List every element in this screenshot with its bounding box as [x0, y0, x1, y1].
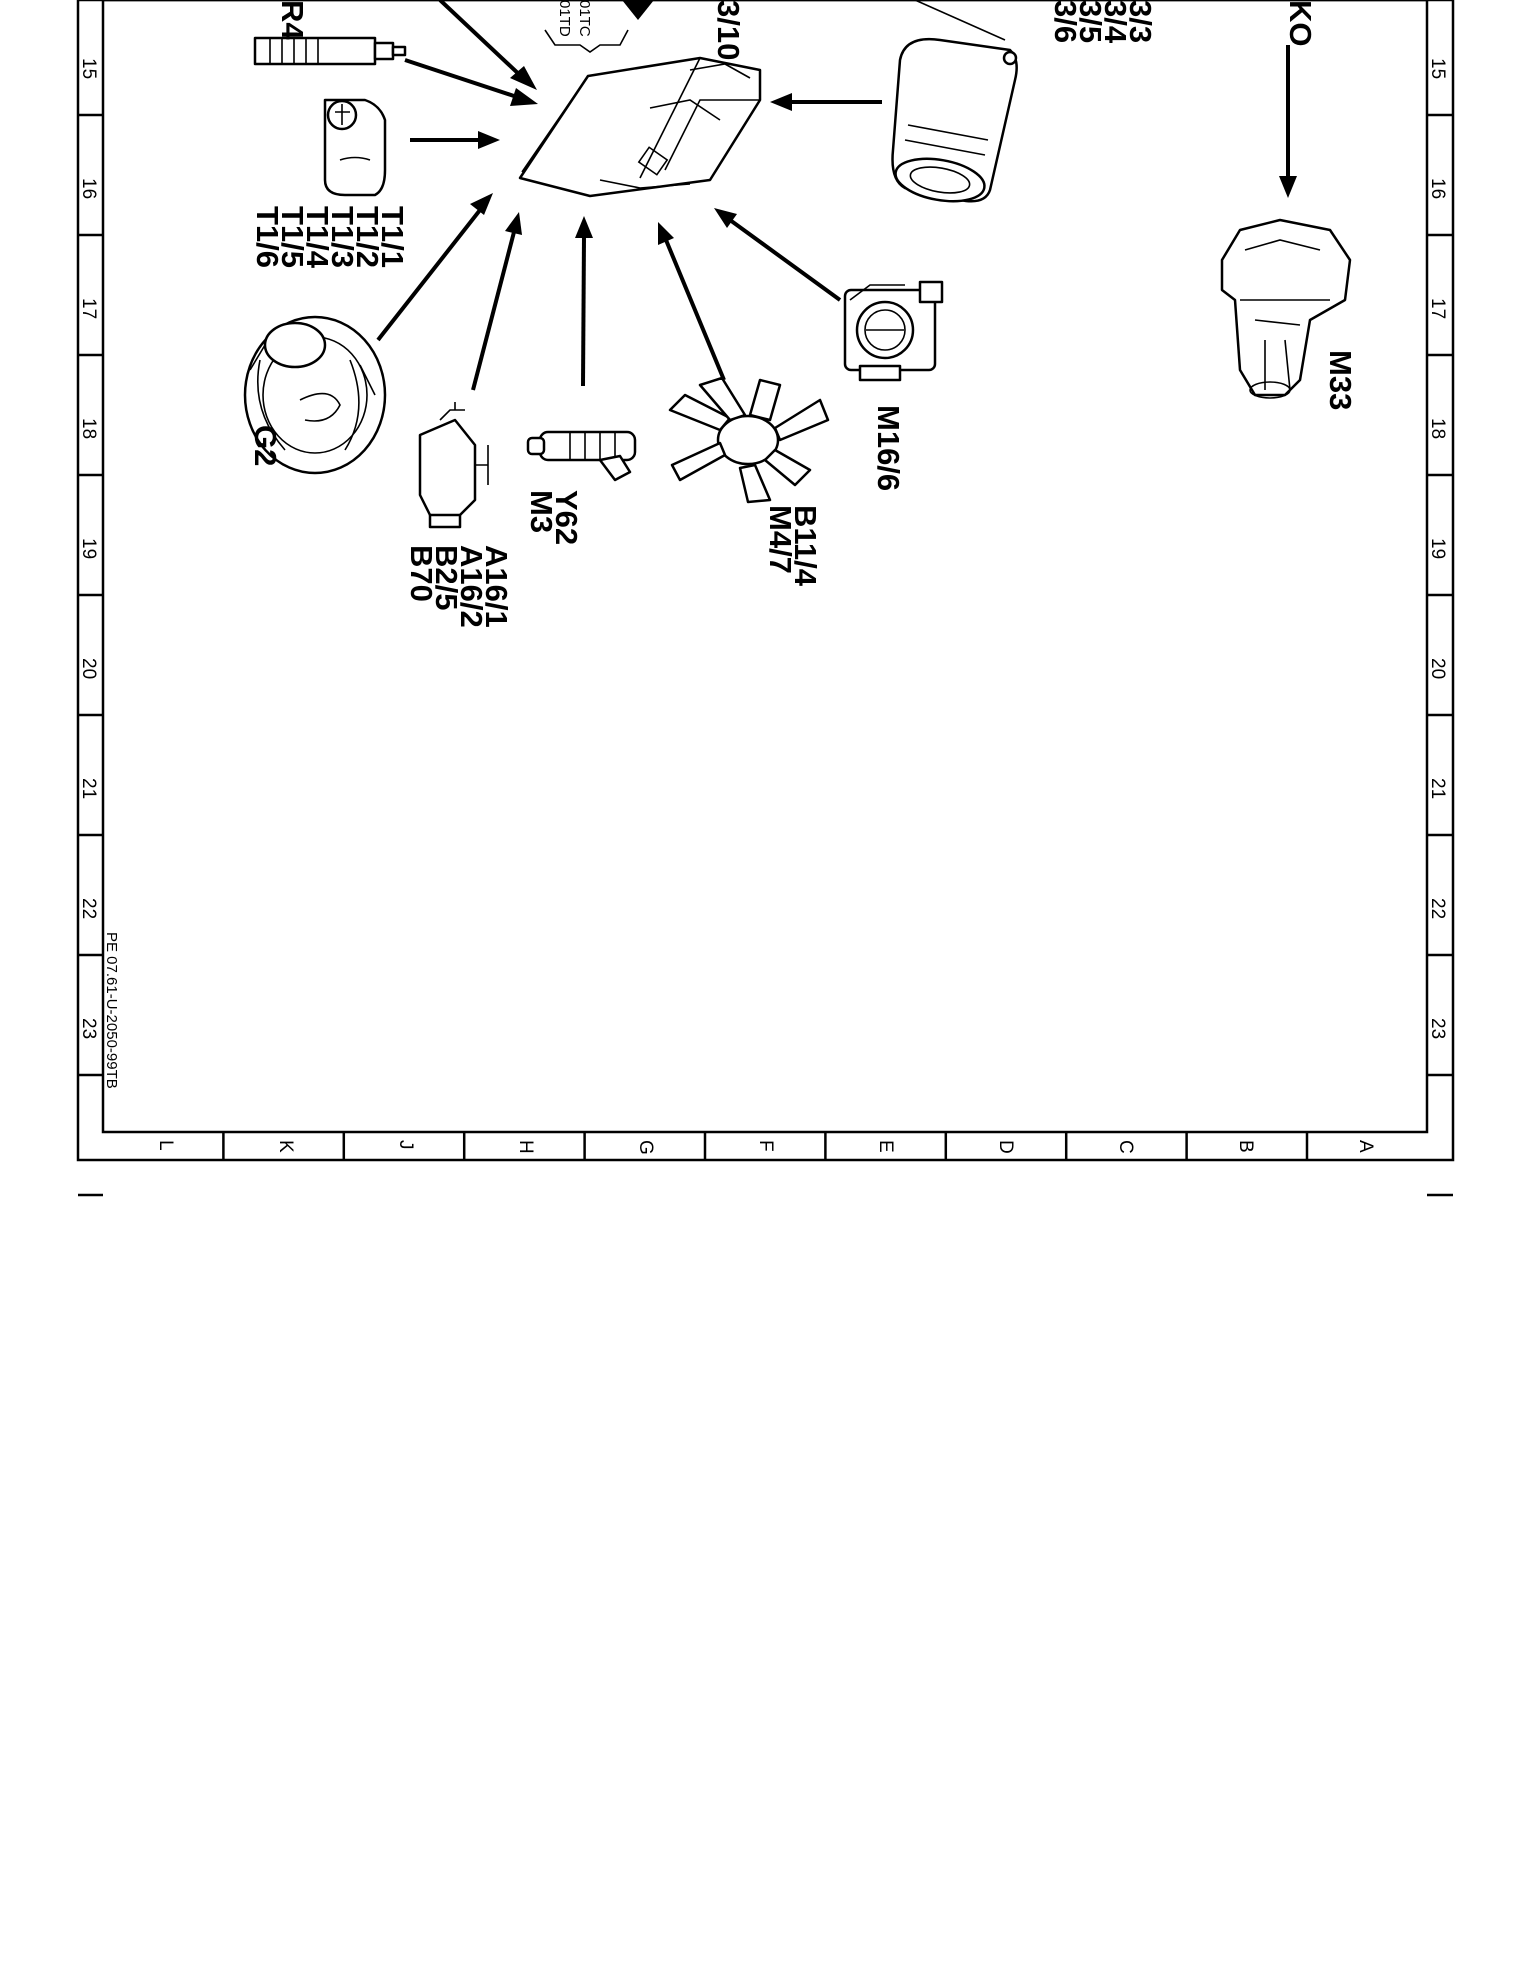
- row-number: 17: [78, 298, 99, 319]
- control-unit-label: 3/10: [711, 0, 746, 60]
- control-unit-note: 01TD: [556, 0, 573, 37]
- control-unit-note: 01TC: [576, 0, 593, 37]
- row-number: 20: [78, 658, 99, 679]
- column-letter: H: [515, 1140, 536, 1154]
- air-mass-sensor-label: 3/5: [1073, 0, 1108, 43]
- injector-label: Y62: [549, 490, 584, 545]
- throttle-body: [843, 280, 944, 382]
- ignition-coil-label: T1/5: [275, 206, 310, 268]
- sensor-group-label: B2/5: [429, 545, 464, 610]
- fan-label: B11/4: [788, 505, 823, 587]
- ignition-coil: [323, 98, 387, 197]
- column-letter: C: [1115, 1140, 1136, 1154]
- injector-label: M3: [524, 490, 559, 533]
- ignition-coil-label: T1/4: [300, 206, 335, 269]
- air-mass-sensor: [891, 0, 1018, 203]
- column-letter: D: [995, 1140, 1016, 1154]
- spark-plug: [253, 36, 407, 66]
- ignition-coil-label: T1/2: [350, 206, 385, 268]
- fan: [668, 376, 830, 504]
- pump-label: M33: [1323, 350, 1358, 410]
- signal-arrows: [376, 0, 1297, 391]
- bracket: [544, 29, 629, 53]
- row-number: 22: [1427, 898, 1448, 919]
- row-number: 19: [1427, 538, 1448, 559]
- pump: [1220, 218, 1352, 399]
- row-number: 17: [1427, 298, 1448, 319]
- alternator-label: G2: [248, 425, 283, 466]
- air-mass-sensor-label: 3/3: [1123, 0, 1158, 43]
- column-letter: L: [155, 1140, 176, 1151]
- ko-label: KO: [1283, 0, 1318, 47]
- row-number: 20: [1427, 658, 1448, 679]
- alternator: [243, 315, 387, 475]
- sensor-group-label: A16/1: [479, 545, 514, 628]
- column-letter: G: [635, 1140, 656, 1155]
- row-number: 16: [1427, 178, 1448, 199]
- row-numbers-left: 15 16 17 18 19 20 21 22 23: [78, 58, 99, 1039]
- row-numbers-right: 15 16 17 18 19 20 21 22 23: [1427, 58, 1448, 1039]
- row-number: 21: [1427, 778, 1448, 799]
- row-number: 23: [1427, 1018, 1448, 1039]
- throttle-body-label: M16/6: [871, 405, 906, 491]
- column-letter: J: [395, 1140, 416, 1150]
- drawing-reference: PE 07.61-U-2050-99TB: [103, 932, 120, 1089]
- drawing-frame: [76, 0, 1455, 1197]
- column-letter: F: [755, 1140, 776, 1152]
- row-number: 15: [1427, 58, 1448, 79]
- ignition-coil-label: T1/1: [375, 206, 410, 268]
- column-letter: B: [1235, 1140, 1256, 1153]
- air-mass-sensor-label: 3/6: [1048, 0, 1083, 43]
- row-number: 15: [78, 58, 99, 79]
- row-number: 16: [78, 178, 99, 199]
- row-number: 19: [78, 538, 99, 559]
- row-number: 21: [78, 778, 99, 799]
- column-letter: K: [275, 1140, 296, 1153]
- injector: [526, 430, 637, 482]
- sensor-group-label: B70: [404, 545, 439, 602]
- ignition-coil-label: T1/3: [325, 206, 360, 268]
- row-number: 23: [78, 1018, 99, 1039]
- sensor-group-label: A16/2: [454, 545, 489, 628]
- spark-plug-label: R4: [275, 0, 310, 40]
- column-letters: L K J H G F E D C B A: [155, 1140, 1376, 1155]
- column-letter: E: [875, 1140, 896, 1153]
- column-letter: A: [1355, 1140, 1376, 1153]
- row-number: 18: [78, 418, 99, 439]
- air-mass-sensor-label: 3/4: [1098, 0, 1133, 44]
- row-number: 18: [1427, 418, 1448, 439]
- control-unit: [518, 56, 762, 198]
- ignition-coil-label: T1/6: [250, 206, 285, 268]
- sensor-element: [418, 402, 489, 529]
- fan-label: M4/7: [763, 505, 798, 574]
- row-number: 22: [78, 898, 99, 919]
